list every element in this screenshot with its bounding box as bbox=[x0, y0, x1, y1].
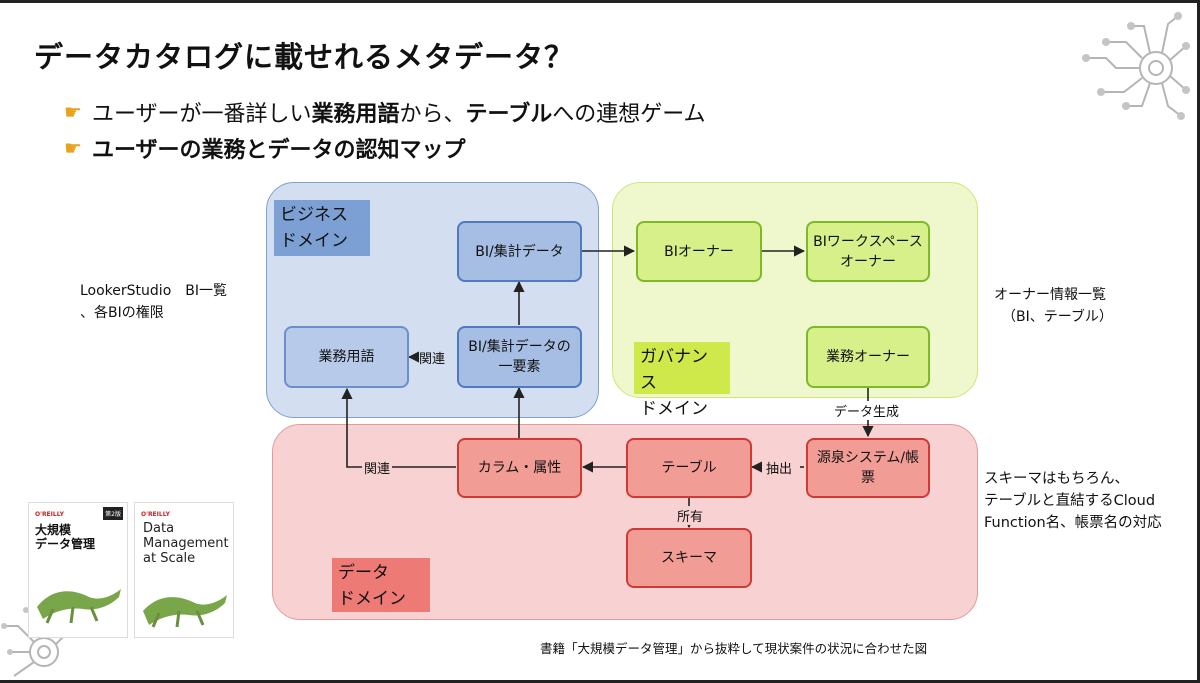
bi-data-node[interactable]: BI/集計データ bbox=[457, 221, 582, 282]
book-cover-japanese: O'REILLY 第2版 大規模データ管理 bbox=[28, 502, 128, 638]
bi-owner-node[interactable]: BIオーナー bbox=[636, 221, 762, 282]
edge-label-extract: 抽出 bbox=[766, 462, 793, 477]
edge-column-to-business-term bbox=[341, 387, 456, 468]
edge-label-related: 関連 bbox=[362, 458, 393, 477]
schema-node[interactable]: スキーマ bbox=[626, 528, 752, 588]
business-owner-node[interactable]: 業務オーナー bbox=[806, 326, 930, 388]
side-note-left: LookerStudio BI一覧、各BIの権限 bbox=[80, 283, 227, 321]
bullet-text: ユーザーが一番詳しい業務用語から、テーブルへの連想ゲーム bbox=[91, 102, 706, 127]
circuit-brain-icon bbox=[1082, 12, 1190, 120]
bi-workspace-owner-node[interactable]: BIワークスペースオーナー bbox=[806, 221, 930, 282]
lizard-illustration-icon bbox=[37, 589, 121, 624]
business-domain-label: ビジネスドメイン bbox=[274, 200, 370, 256]
figure-caption: 書籍「大規模データ管理」から抜粋して現状案件の状況に合わせた図 bbox=[540, 641, 928, 656]
frame-top bbox=[0, 0, 1200, 3]
data-domain-label: データドメイン bbox=[332, 558, 430, 612]
business-term-node[interactable]: 業務用語 bbox=[284, 326, 409, 388]
source-system-node[interactable]: 源泉システム/帳票 bbox=[806, 438, 930, 498]
table-node[interactable]: テーブル bbox=[626, 438, 752, 498]
governance-domain-label: ガバナンスドメイン bbox=[634, 342, 730, 419]
bullet-item: ☛ ユーザーの業務とデータの認知マップ bbox=[64, 132, 466, 164]
pointing-hand-icon: ☛ bbox=[64, 136, 82, 160]
frame-right bbox=[1197, 0, 1200, 683]
bi-data-element-node[interactable]: BI/集計データの一要素 bbox=[457, 326, 582, 388]
lizard-illustration-icon bbox=[143, 595, 227, 628]
edge-label-related: 関連 bbox=[419, 352, 446, 367]
pointing-hand-icon: ☛ bbox=[64, 100, 82, 124]
side-note-right-top: オーナー情報一覧（BI、テーブル） bbox=[994, 287, 1113, 325]
bullet-item: ☛ ユーザーが一番詳しい業務用語から、テーブルへの連想ゲーム bbox=[64, 96, 706, 128]
edge-label-owns: 所有 bbox=[675, 506, 706, 525]
bullet-text: ユーザーの業務とデータの認知マップ bbox=[91, 138, 466, 163]
column-attribute-node[interactable]: カラム・属性 bbox=[457, 438, 582, 498]
edge-label-data-generation: データ生成 bbox=[832, 401, 902, 420]
frame-bottom bbox=[0, 680, 1200, 683]
page-title: データカタログに載せれるメタデータ？ bbox=[34, 40, 575, 74]
